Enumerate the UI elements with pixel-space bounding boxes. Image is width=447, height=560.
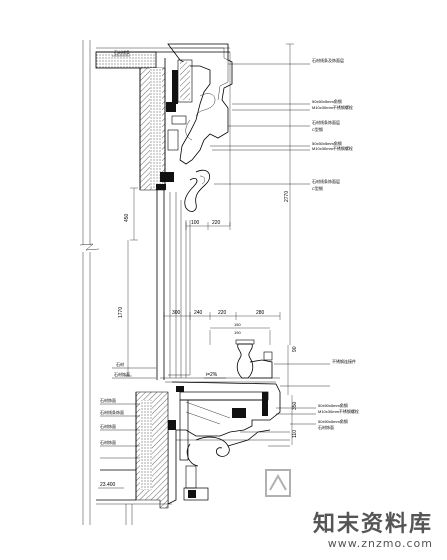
- label-left-1: 石材: [116, 361, 124, 367]
- watermark-logo-icon: [265, 469, 291, 497]
- dim-100: 100: [191, 220, 200, 226]
- watermark: 知末资料库 www.znzmo.com: [312, 512, 433, 551]
- dim-2770: 2770: [284, 191, 290, 202]
- label-right-2: 50x50x5mm角钢: [312, 98, 342, 104]
- middle-dimensions: 300 240 220 280 150 190 90 350 110: [163, 310, 298, 445]
- upper-dimensions: 450 100 220 2770 1770: [118, 43, 294, 377]
- upper-cornice: [156, 43, 233, 190]
- watermark-url: www.znzmo.com: [327, 537, 433, 550]
- dim-220: 220: [212, 220, 221, 226]
- level-mark: 23.400: [100, 482, 116, 488]
- label-right-5: C型钢: [312, 126, 323, 132]
- label-right-7: M10x30mm不锈钢螺栓: [312, 145, 353, 151]
- annotations: 石材线条 石材线条及饰面层 50x50x5mm角钢 M10x30mm不锈钢螺栓 …: [98, 49, 359, 489]
- label-left-4: 石材线条饰面: [100, 409, 124, 415]
- leader-lines: [100, 55, 330, 459]
- lower-cornice: [167, 381, 290, 505]
- dim-280: 280: [256, 310, 265, 316]
- dim-150: 150: [234, 322, 241, 327]
- dim-350: 350: [292, 401, 298, 410]
- watermark-text: 知末资料库: [312, 512, 433, 537]
- dim-220b: 220: [218, 310, 227, 316]
- label-left-2: 石材饰面: [114, 371, 130, 377]
- label-right-4: 石材线条饰面层: [312, 119, 340, 125]
- dim-90: 90: [292, 346, 298, 352]
- label-mid-right-2: 50x50x5mm角钢: [318, 402, 348, 408]
- dim-450: 450: [124, 213, 130, 222]
- rail-baluster: [160, 339, 280, 383]
- label-right-6: 50x50x5mm角钢: [312, 140, 342, 146]
- label-mid-right-3: M10x30mm不锈钢螺栓: [318, 408, 359, 414]
- label-top-left: 石材线条: [114, 49, 130, 55]
- dim-1770: 1770: [118, 307, 124, 318]
- label-left-5: 石材饰面: [100, 423, 116, 429]
- label-right-8: 石材线条饰面层: [312, 178, 340, 184]
- label-mid-right-5: 石材饰面: [318, 424, 334, 430]
- label-left-6: 石材饰面: [100, 439, 116, 445]
- label-right-3: M10x30mm不锈钢螺栓: [312, 104, 353, 110]
- upper-scroll-bracket: [184, 169, 210, 212]
- dim-190: 190: [234, 330, 241, 335]
- label-mid-right-1: 不锈钢连接件: [332, 358, 356, 364]
- left-reference-lines: [79, 40, 100, 525]
- upper-wall: [139, 58, 166, 191]
- label-right-1: 石材线条及饰面层: [312, 57, 344, 63]
- lower-wall: [96, 391, 172, 525]
- window-frame-lines: [156, 190, 191, 380]
- dim-110: 110: [292, 430, 298, 438]
- label-left-3: 石材饰面: [100, 397, 116, 403]
- label-right-9: C型钢: [312, 185, 323, 191]
- dim-300: 300: [172, 310, 181, 316]
- dim-240: 240: [194, 310, 203, 316]
- label-mid-right-4: 50x50x5mm角钢: [318, 418, 348, 424]
- slope-mark: i=2%: [206, 372, 218, 378]
